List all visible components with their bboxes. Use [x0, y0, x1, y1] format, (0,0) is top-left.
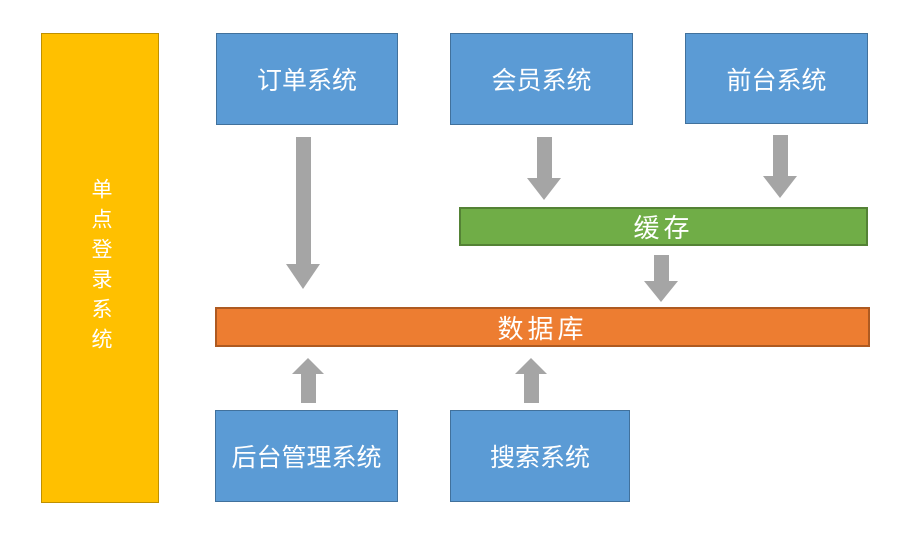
- node-admin-label: 后台管理系统: [231, 444, 382, 472]
- arrow-member-to-cache: [527, 137, 561, 200]
- node-member-label: 会员系统: [491, 67, 592, 95]
- node-search-system: 搜索系统: [450, 410, 630, 502]
- arrow-shaft: [523, 374, 539, 403]
- arrow-down-icon: [286, 264, 320, 289]
- arrow-admin-to-database: [292, 358, 324, 403]
- arrow-order-to-database: [286, 137, 320, 289]
- arrow-shaft: [300, 374, 316, 403]
- node-search-label: 搜索系统: [489, 444, 590, 472]
- arrow-shaft: [653, 255, 669, 281]
- node-sso-label: 单点登录系统: [89, 178, 112, 358]
- node-order-label: 订单系统: [256, 67, 357, 95]
- node-admin-system: 后台管理系统: [215, 410, 398, 502]
- arrow-shaft: [536, 137, 552, 178]
- arrow-shaft: [772, 135, 788, 176]
- node-sso-system: 单点登录系统: [41, 33, 159, 503]
- node-frontend-system: 前台系统: [685, 33, 868, 124]
- arrow-up-icon: [515, 358, 547, 374]
- node-cache-label: 缓存: [633, 213, 694, 243]
- node-database-label: 数据库: [497, 313, 588, 344]
- arrow-search-to-database: [515, 358, 547, 403]
- arrow-cache-to-database: [644, 255, 678, 302]
- arrow-down-icon: [527, 178, 561, 200]
- arrow-frontend-to-cache: [763, 135, 797, 198]
- node-order-system: 订单系统: [216, 33, 398, 125]
- arrow-shaft: [295, 137, 311, 264]
- arrow-down-icon: [763, 176, 797, 198]
- node-member-system: 会员系统: [450, 33, 633, 125]
- node-database: 数据库: [215, 307, 870, 347]
- node-frontend-label: 前台系统: [726, 66, 827, 95]
- node-cache: 缓存: [459, 207, 868, 246]
- arrow-up-icon: [292, 358, 324, 374]
- arrow-down-icon: [644, 281, 678, 302]
